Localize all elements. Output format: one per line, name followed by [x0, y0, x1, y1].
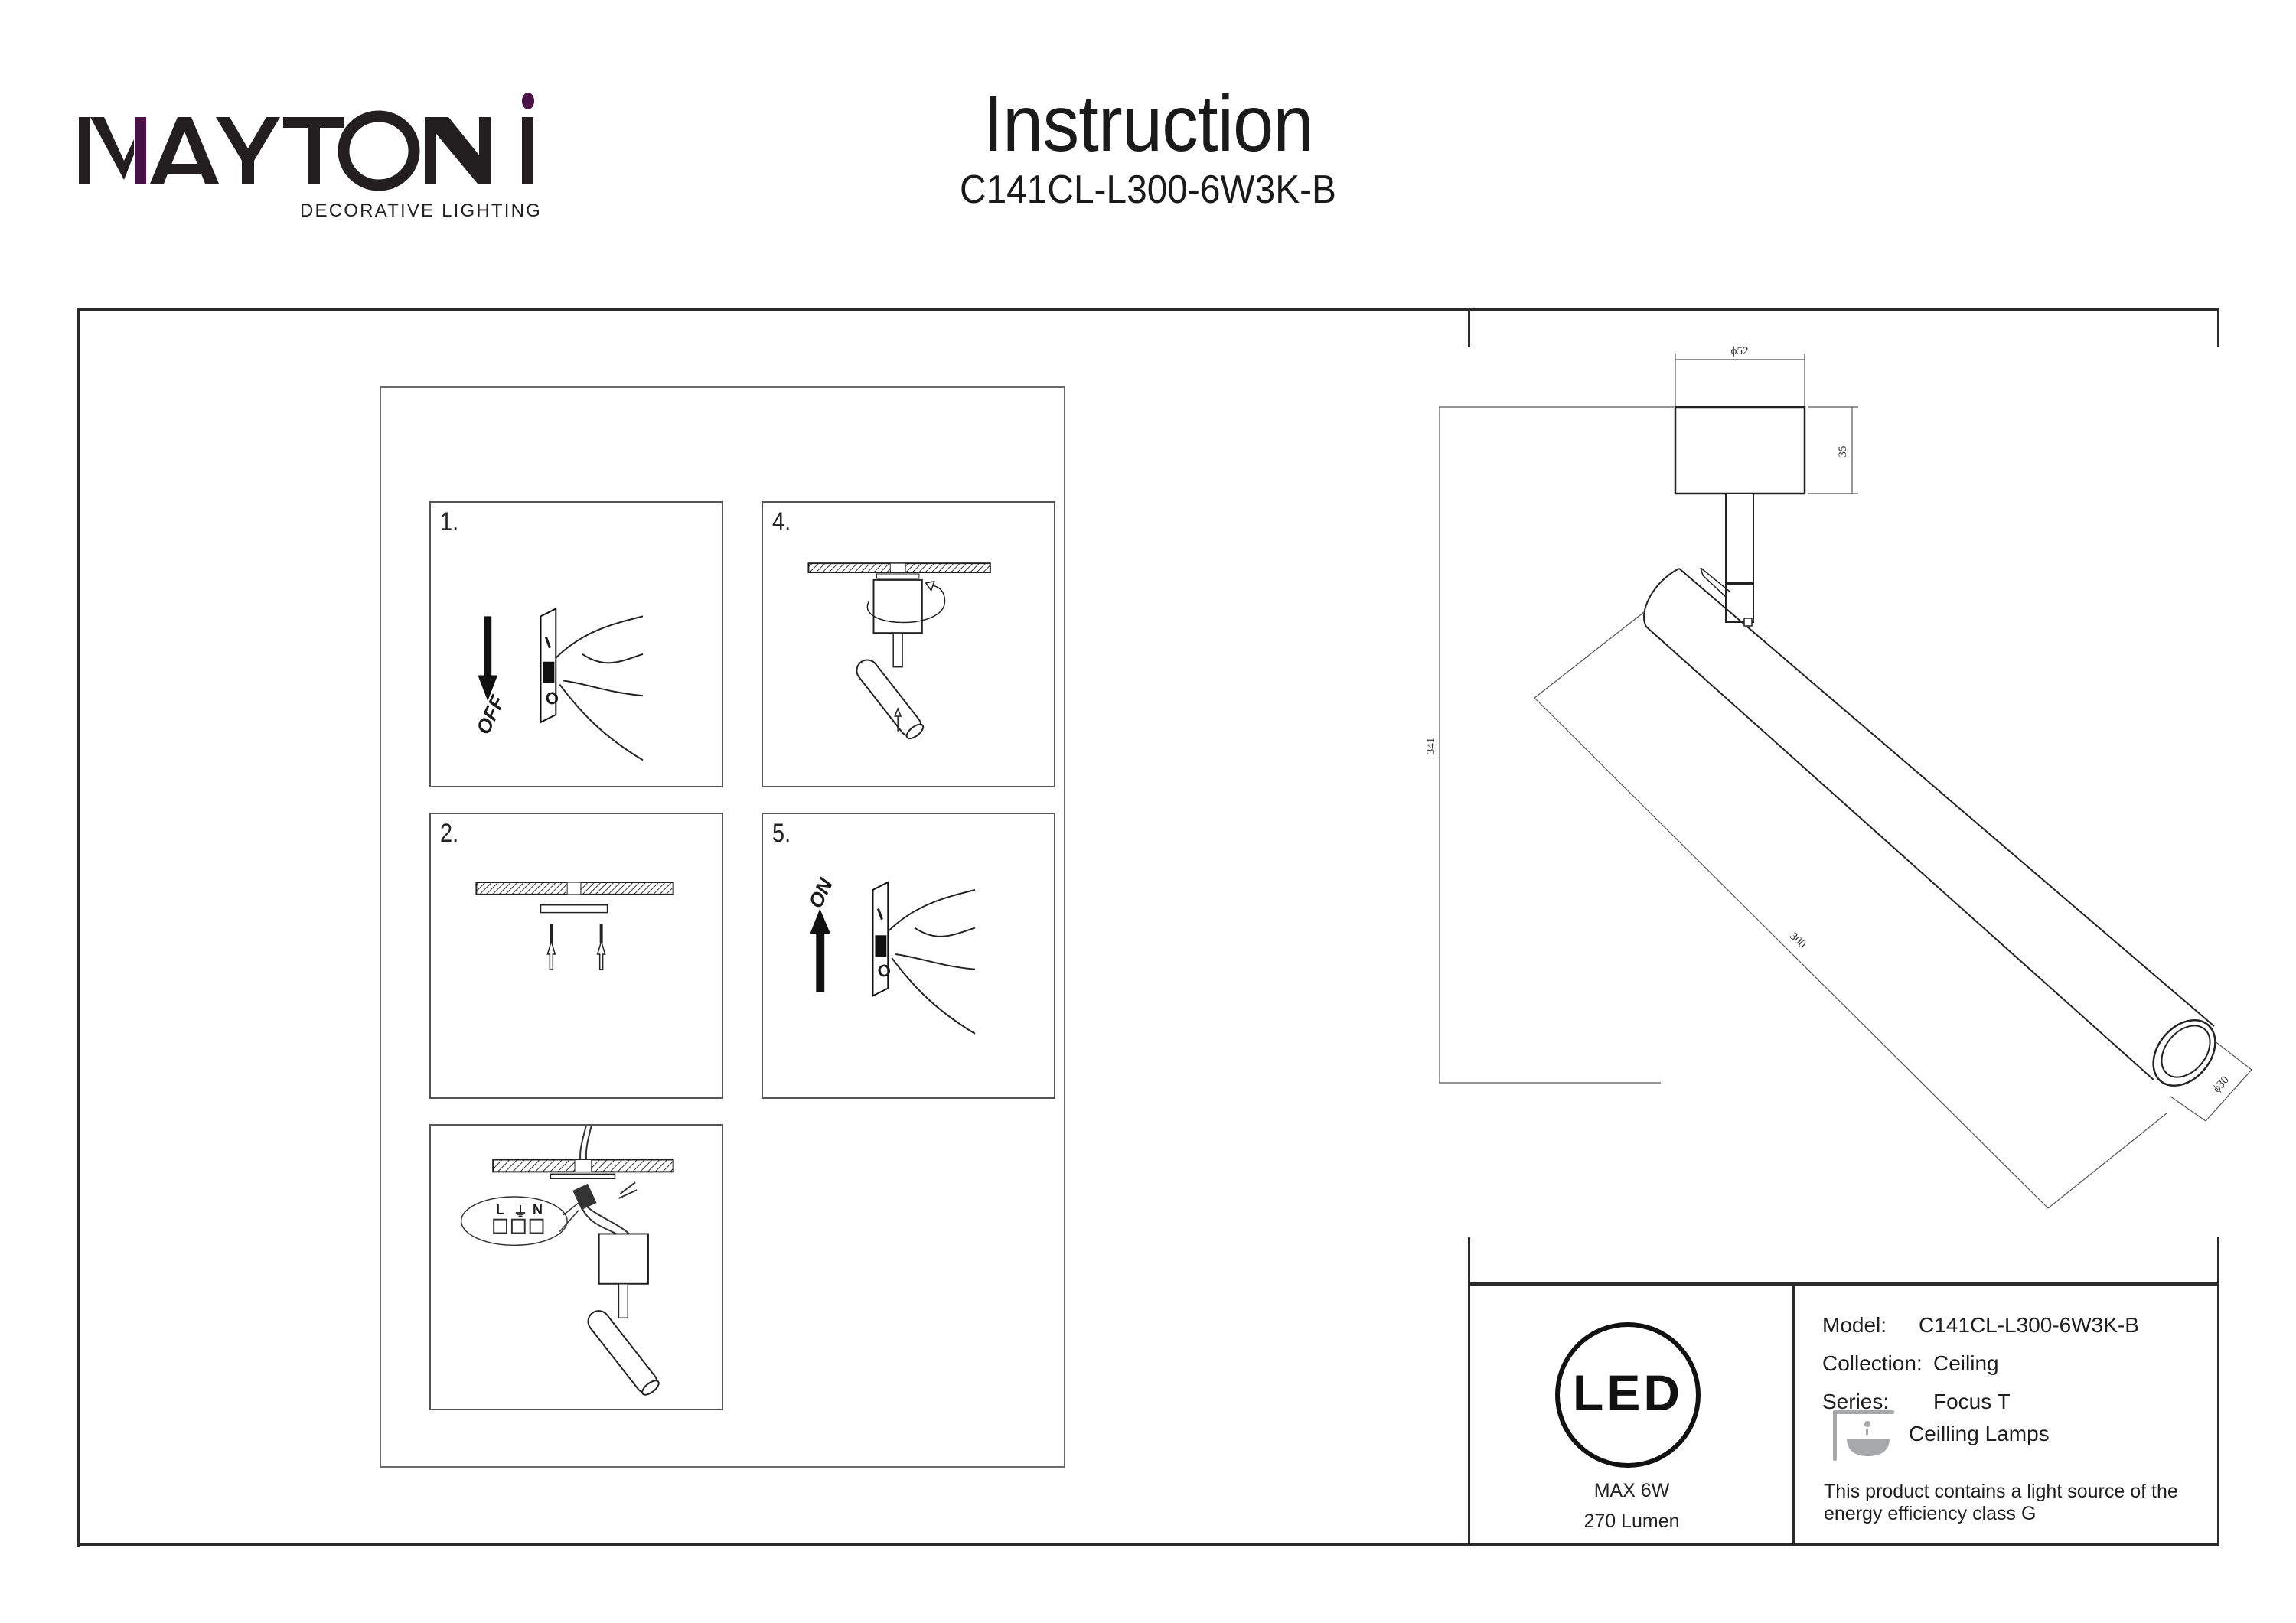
collection-value: Ceiling — [1933, 1351, 1999, 1375]
frame-divider-upper — [1468, 308, 1470, 347]
model-value: C141CL-L300-6W3K-B — [1919, 1313, 2139, 1337]
led-badge-icon: LED — [1555, 1322, 1701, 1468]
model-label: Model: — [1822, 1313, 1887, 1337]
led-badge-text: LED — [1573, 1364, 1683, 1421]
category-label: Ceilling Lamps — [1909, 1422, 2050, 1445]
frame-bottom — [77, 1543, 2219, 1546]
led-spec-cell: LED MAX 6W 270 Lumen — [1471, 1289, 1792, 1544]
attach-rotate-lamp-icon — [807, 562, 991, 740]
step-2: 2. — [429, 813, 723, 1099]
step-1: 1. I O OFF — [429, 501, 723, 787]
dimension-drawing: ϕ52 35 341 300 ϕ30 — [1425, 345, 2252, 1209]
lens-ring — [2152, 1018, 2216, 1087]
installation-steps-panel: 1. I O OFF 4. — [380, 386, 1065, 1468]
step-4: 4. — [762, 501, 1055, 787]
series-value: Focus T — [1933, 1390, 2011, 1413]
frame-left — [77, 308, 80, 1547]
spec-box-divider — [1792, 1282, 1795, 1546]
series-label: Series: — [1822, 1390, 1890, 1413]
step-number: 5. — [772, 819, 791, 848]
page-title: Instruction — [983, 80, 1313, 168]
brand-tagline: DECORATIVE LIGHTING — [300, 200, 543, 221]
frame-right-lower — [2217, 1237, 2219, 1546]
stem-outline — [1725, 493, 1754, 623]
maytoni-logo-icon — [79, 93, 534, 191]
collection-label: Collection: — [1822, 1351, 1923, 1375]
canopy-diameter-label: ϕ52 — [1731, 345, 1749, 357]
terminal-live-label: L — [496, 1202, 504, 1217]
step-number: 2. — [440, 819, 459, 848]
step-number: 1. — [440, 507, 459, 536]
tube-diameter-label: ϕ30 — [2210, 1074, 2231, 1095]
switch-off-icon — [478, 607, 644, 761]
tube-length-label: 300 — [1787, 930, 1808, 951]
frame-right-upper — [2217, 308, 2219, 347]
total-height-label: 341 — [1425, 738, 1437, 755]
model-code-heading: C141CL-L300-6W3K-B — [960, 168, 1336, 212]
brand-logo: DECORATIVE LIGHTING — [77, 92, 551, 222]
luminous-flux: 270 Lumen — [1583, 1511, 1680, 1532]
ceiling-lamp-icon — [1833, 1410, 1894, 1461]
frame-divider-lower — [1468, 1237, 1470, 1546]
energy-efficiency-notice: This product contains a light source of … — [1824, 1481, 2178, 1524]
spec-box-top — [1468, 1282, 2219, 1286]
step-number: 4. — [772, 507, 791, 536]
canopy-outline — [1674, 406, 1806, 495]
frame-top — [77, 308, 2219, 311]
terminal-earth-label: ⏚ — [514, 1204, 527, 1220]
wiring-terminal-icon — [460, 1126, 674, 1396]
max-power: MAX 6W — [1593, 1480, 1670, 1501]
tube-outline — [1645, 568, 2215, 1081]
canopy-height-label: 35 — [1837, 446, 1849, 458]
terminal-neutral-label: N — [533, 1202, 543, 1217]
mounting-plate-screws-icon — [475, 882, 674, 970]
step-3: L ⏚ N — [429, 1124, 723, 1410]
switch-on-icon — [810, 881, 976, 1035]
step-5: 5. I O ON — [762, 813, 1055, 1099]
